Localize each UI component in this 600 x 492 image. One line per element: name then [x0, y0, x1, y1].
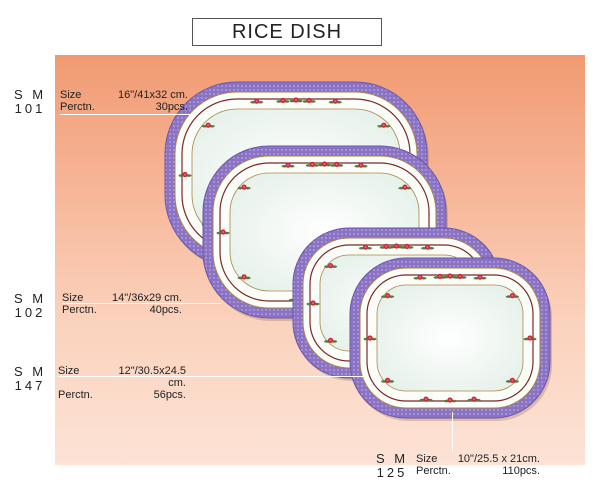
product-code-sm101: S M 101	[10, 88, 50, 116]
page-title: RICE DISH	[192, 18, 382, 46]
pack-value: 40pcs.	[149, 304, 182, 316]
pack-label: Perctn.	[416, 465, 451, 477]
size-label: Size	[60, 89, 82, 101]
size-label: Size	[62, 292, 84, 304]
spec-sm101: Size 16"/41x32 cm. Perctn. 30pcs.	[60, 89, 188, 113]
leader-line	[62, 303, 222, 304]
spec-sm147: Size 12"/30.5x24.5 cm. Perctn. 56pcs.	[58, 365, 186, 401]
code-number: 101	[14, 101, 46, 116]
spec-sm102: Size 14"/36x29 cm. Perctn. 40pcs.	[62, 292, 182, 316]
leader-line	[58, 376, 368, 377]
code-number: 102	[14, 305, 46, 320]
size-label: Size	[416, 453, 438, 465]
pack-label: Perctn.	[60, 101, 95, 113]
product-code-sm102: S M 102	[10, 292, 50, 320]
code-prefix: S M	[13, 291, 47, 306]
plate-sm125	[349, 257, 552, 421]
code-number: 125	[376, 465, 408, 480]
code-prefix: S M	[13, 364, 47, 379]
title-text: RICE DISH	[231, 20, 343, 43]
product-code-sm147: S M 147	[10, 365, 50, 393]
code-prefix: S M	[13, 87, 47, 102]
leader-line	[60, 114, 190, 115]
pack-value: 30pcs.	[155, 101, 188, 113]
size-value: 16"/41x32 cm.	[118, 89, 188, 101]
product-code-sm125: S M 125	[372, 452, 412, 480]
size-value: 10"/25.5 x 21cm.	[457, 453, 540, 465]
spec-sm125: Size 10"/25.5 x 21cm. Perctn. 110pcs.	[416, 453, 540, 477]
size-value: 14"/36x29 cm.	[112, 292, 182, 304]
pack-label: Perctn.	[58, 389, 93, 401]
code-prefix: S M	[375, 451, 409, 466]
leader-line	[452, 412, 453, 452]
size-value: 12"/30.5x24.5 cm.	[118, 365, 186, 389]
code-number: 147	[14, 378, 46, 393]
pack-label: Perctn.	[62, 304, 97, 316]
pack-value: 110pcs.	[502, 465, 540, 477]
size-label: Size	[58, 365, 80, 377]
pack-value: 56pcs.	[153, 389, 186, 401]
